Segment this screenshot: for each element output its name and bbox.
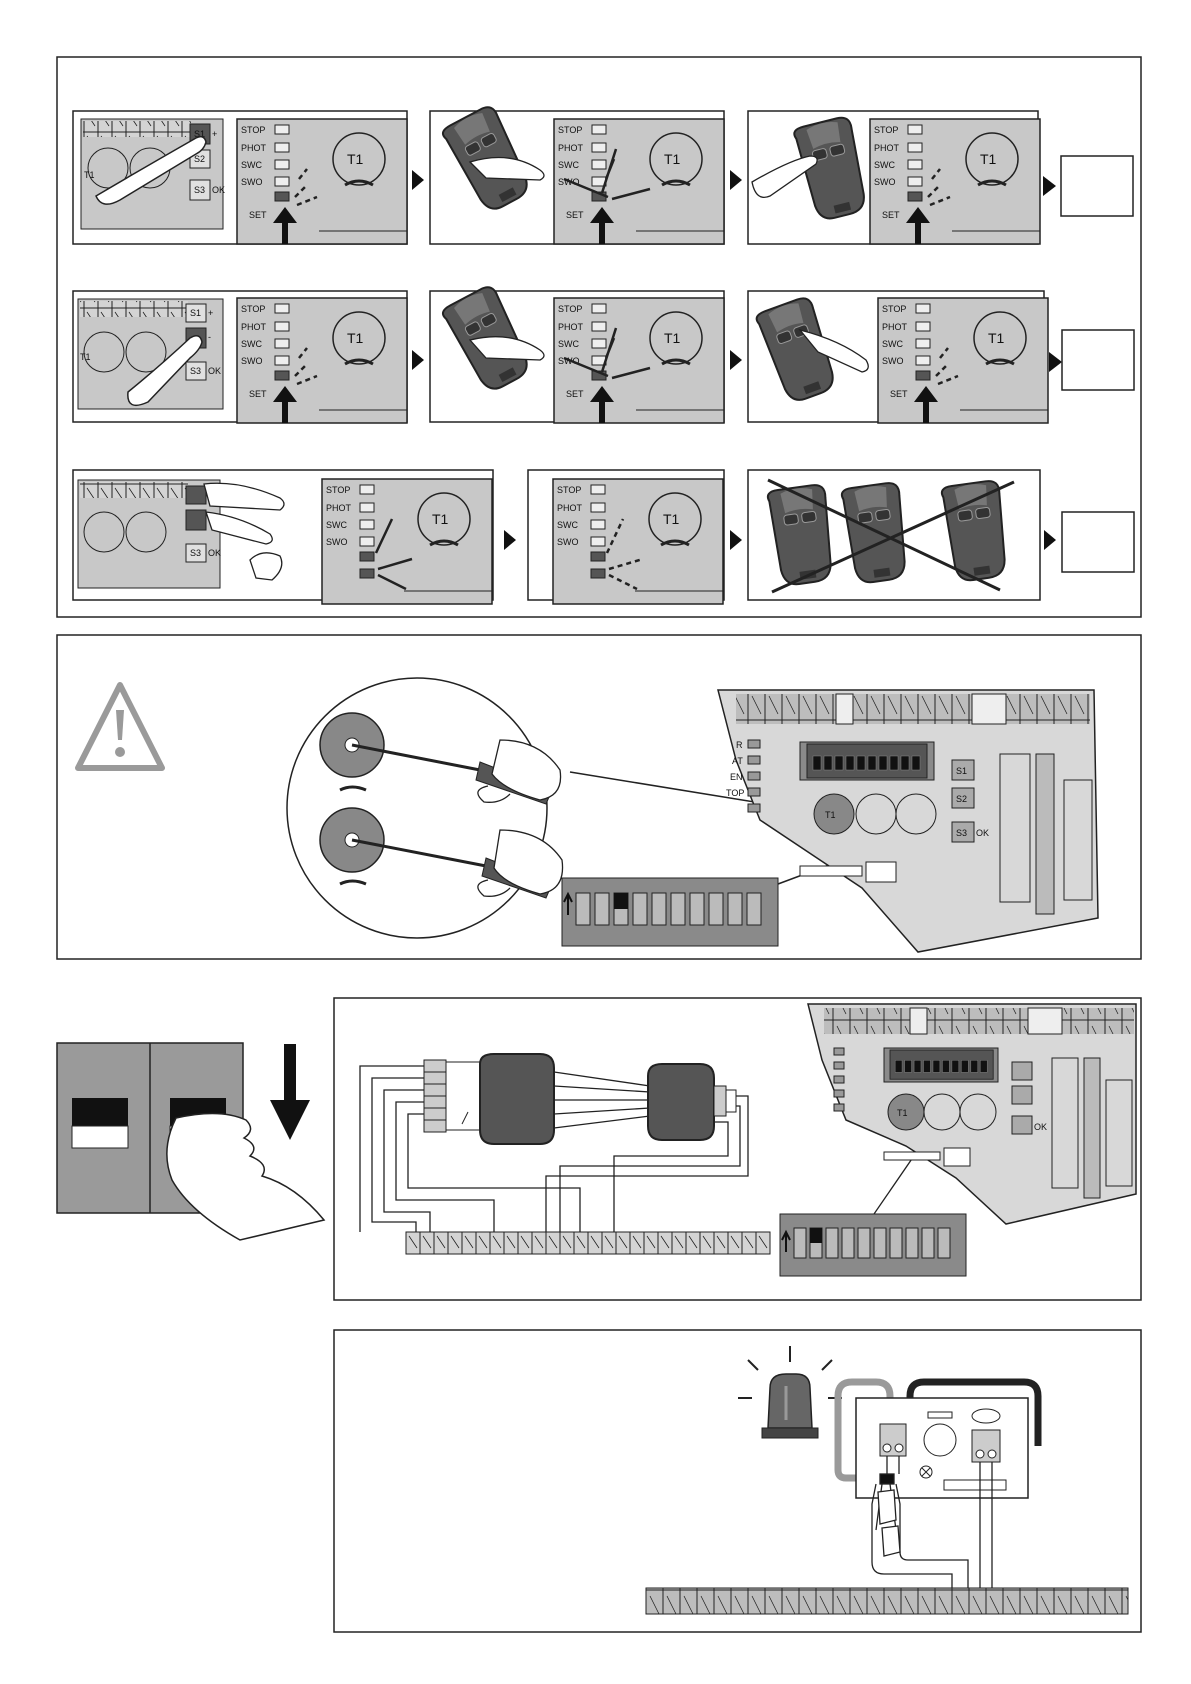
led-panel: STOP PHOT SWC SWO SET T1 (878, 298, 1048, 423)
led-swc-label: SWC (874, 160, 895, 170)
button-ok-label: OK (976, 828, 989, 838)
trimmer-t1-label: T1 (432, 511, 449, 527)
button-s3-label: S3 (194, 185, 205, 195)
led-swc-label: SWC (882, 339, 903, 349)
button-ok-label: OK (1034, 1122, 1047, 1132)
button-s3-label: S3 (190, 366, 201, 376)
button-ok-label: OK (208, 548, 221, 558)
led-panel: STOP PHOT SWC SWO SET T1 (237, 298, 407, 423)
trimmer-t1-label: T1 (980, 151, 997, 167)
led-panel: STOP PHOT SWC SWO SET T1 (870, 119, 1040, 244)
terminal-strip (646, 1588, 1128, 1614)
trimmer-t1-label: T1 (664, 151, 681, 167)
led-phot-label: PHOT (558, 143, 584, 153)
led-set-label: SET (566, 389, 584, 399)
trimmer-t1-label: T1 (347, 330, 364, 346)
button-plus-label: + (212, 129, 217, 139)
led-phot-label: PHOT (241, 143, 267, 153)
led-phot-label: PHOT (241, 322, 267, 332)
led-stop-label: STOP (557, 485, 581, 495)
led-set-label: SET (566, 210, 584, 220)
result-box (1061, 156, 1133, 216)
trimmer-t1-label: T1 (663, 511, 680, 527)
led-stop-label: STOP (558, 304, 582, 314)
result-box (1062, 512, 1134, 572)
button-ok-label: OK (212, 185, 225, 195)
led-set-label: SET (249, 210, 267, 220)
row-1: T1 S1 S2 S3 OK + STOP PHOT SWC SWO SET T… (73, 104, 1133, 244)
led-set-label: SET (249, 389, 267, 399)
led-swc-label: SWC (557, 520, 578, 530)
led-swc-label: SWC (241, 160, 262, 170)
dip-switch-push (57, 1043, 324, 1240)
led-swo-label: SWO (557, 537, 579, 547)
finger-icon (167, 1113, 324, 1240)
led-stop-label: STOP (874, 125, 898, 135)
led-set-label: SET (890, 389, 908, 399)
led-swc-label: SWC (326, 520, 347, 530)
button-minus-label: - (208, 332, 211, 342)
led-phot-label: PHOT (558, 322, 584, 332)
button-s3-label: S3 (190, 548, 201, 558)
led-swc-label: SWC (558, 339, 579, 349)
board-side-label-1: R (736, 740, 743, 750)
button-s2-label: S2 (956, 794, 967, 804)
trimmer-label: T1 (84, 170, 95, 180)
trimmer-t1-label: T1 (988, 330, 1005, 346)
led-phot-label: PHOT (874, 143, 900, 153)
board-side-label-2: AT (732, 756, 743, 766)
button-plus-label: + (208, 308, 213, 318)
button-ok-label: OK (208, 366, 221, 376)
dip-switch-closeup (562, 878, 778, 946)
led-phot-label: PHOT (557, 503, 583, 513)
led-stop-label: STOP (241, 125, 265, 135)
led-phot-label: PHOT (326, 503, 352, 513)
button-s2-label: S2 (194, 154, 205, 164)
led-swo-label: SWO (241, 177, 263, 187)
led-set-label: SET (882, 210, 900, 220)
led-swc-label: SWC (558, 160, 579, 170)
led-stop-label: STOP (326, 485, 350, 495)
led-stop-label: STOP (558, 125, 582, 135)
button-s1-label: S1 (956, 766, 967, 776)
down-arrow-icon (270, 1044, 310, 1140)
led-panel: STOP PHOT SWC SWO SET T1 (237, 119, 407, 244)
row-2: T1 S1 S3 OK + - STOP PHOT SWC SWO SET T1 (73, 284, 1134, 423)
led-panel: STOP PHOT SWC SWO SET T1 (554, 298, 724, 423)
led-panel: STOP PHOT SWC SWO T1 (322, 479, 492, 604)
led-panel: STOP PHOT SWC SWO T1 (553, 479, 723, 604)
led-swc-label: SWC (241, 339, 262, 349)
led-phot-label: PHOT (882, 322, 908, 332)
board-side-label-3: EN (730, 772, 743, 782)
board-closeup: T1 S1 S3 OK + - (78, 299, 223, 409)
board-closeup: T1 S1 S2 S3 OK + (81, 119, 225, 229)
board-closeup: S3 OK (78, 480, 221, 588)
led-stop-label: STOP (241, 304, 265, 314)
trimmer-t1-label: T1 (347, 151, 364, 167)
board-trimmer-label: T1 (825, 810, 836, 820)
magnifier-circle (287, 678, 547, 938)
row-3: S3 OK STOP PHOT SWC SWO T1 STOP PHOT SWC… (73, 470, 1134, 604)
led-swo-label: SWO (241, 356, 263, 366)
board-trimmer-label: T1 (897, 1108, 908, 1118)
led-stop-label: STOP (882, 304, 906, 314)
led-swo-label: SWO (326, 537, 348, 547)
button-s1-label: S1 (190, 308, 201, 318)
led-panel: STOP PHOT SWC SWO SET T1 (554, 119, 724, 244)
dip-switch-closeup (780, 1214, 966, 1276)
terminal-strip (406, 1232, 770, 1254)
trimmer-label: T1 (80, 352, 91, 362)
button-s3-label: S3 (956, 828, 967, 838)
result-box (1062, 330, 1134, 390)
board-side-label-4: TOP (726, 788, 744, 798)
led-swo-label: SWO (874, 177, 896, 187)
led-swo-label: SWO (882, 356, 904, 366)
trimmer-t1-label: T1 (664, 330, 681, 346)
